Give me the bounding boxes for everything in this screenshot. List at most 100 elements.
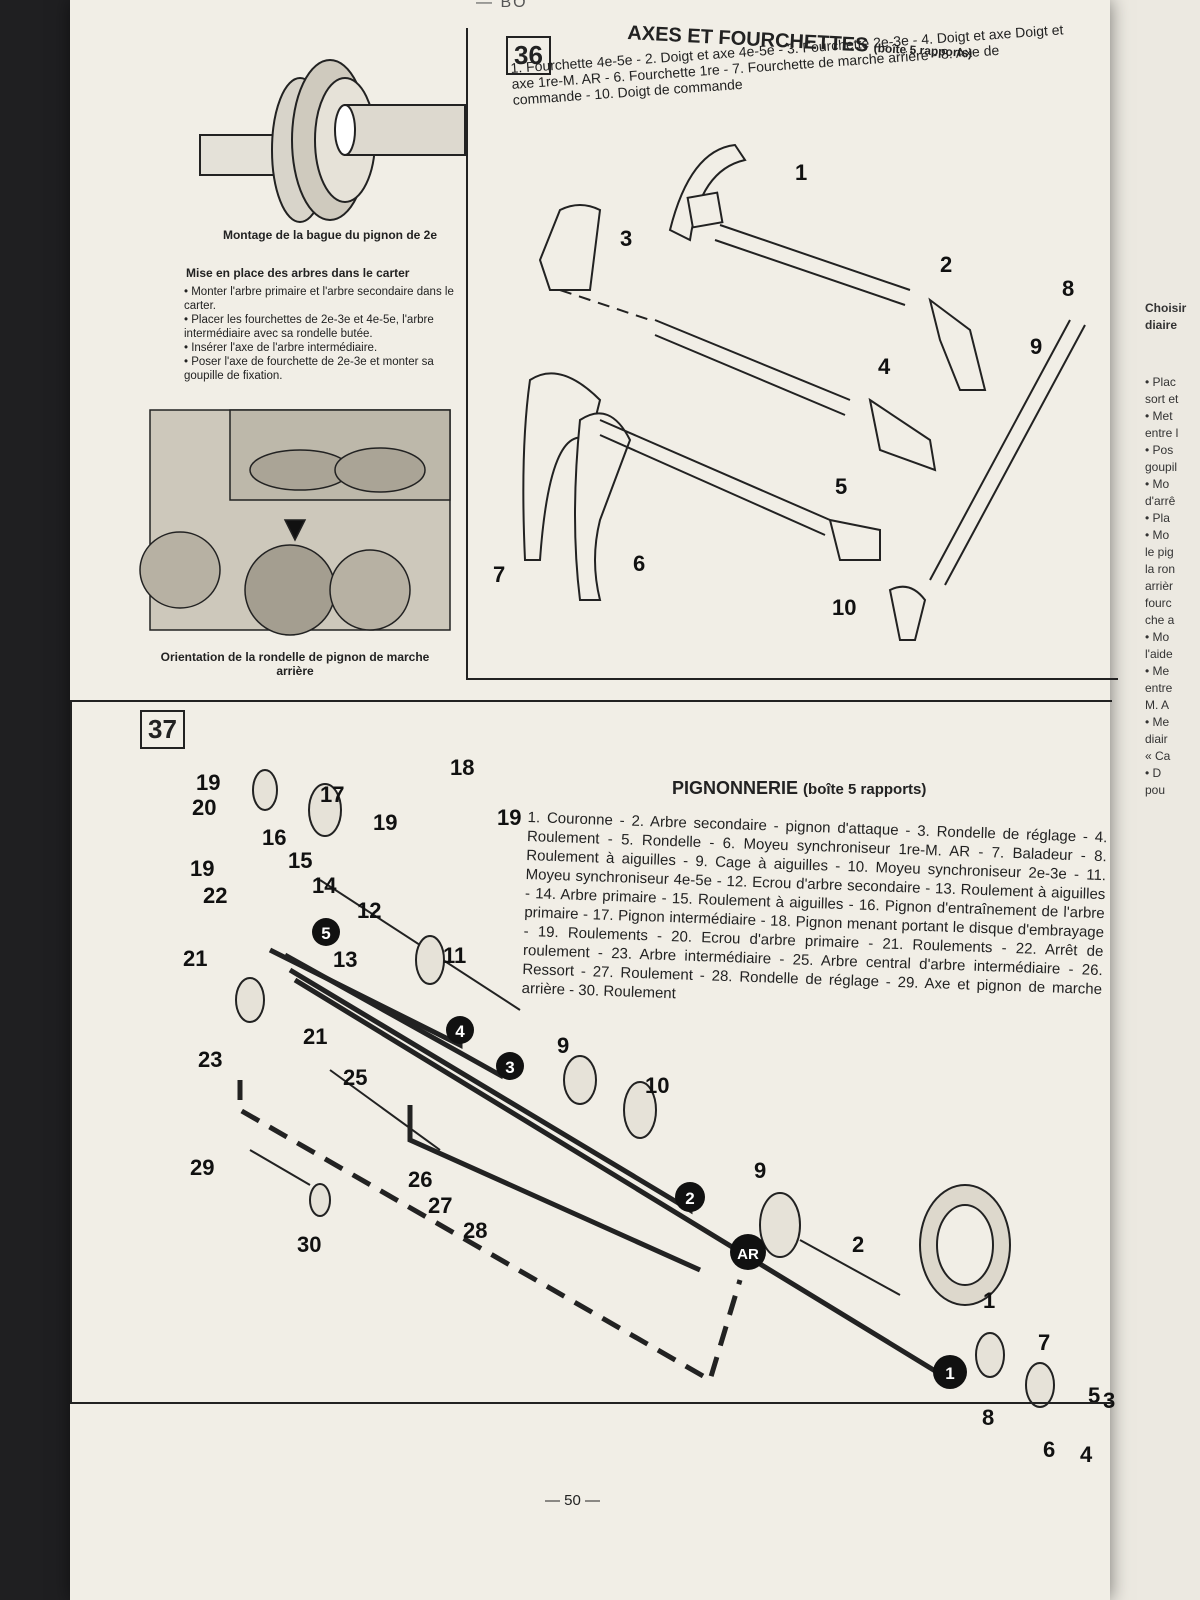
facing-line: • Pos <box>1145 443 1174 457</box>
part-label: 29 <box>190 1155 214 1180</box>
part-label: 20 <box>192 795 216 820</box>
fork-label-5: 5 <box>835 474 847 499</box>
part-label: 25 <box>343 1065 367 1090</box>
facing-line: l'aide <box>1145 647 1173 661</box>
part-label: 13 <box>333 947 357 972</box>
part-label: 28 <box>463 1218 487 1243</box>
part-label: 6 <box>1043 1437 1055 1462</box>
left-section-heading: Mise en place des arbres dans le carter <box>186 266 410 280</box>
shift-forks-diagram <box>522 143 1086 641</box>
part-label: 30 <box>297 1232 321 1257</box>
section-37-title-suffix: (boîte 5 rapports) <box>803 781 927 798</box>
fork-label-10: 10 <box>832 595 856 620</box>
gear-badge-3: 3 <box>505 1058 514 1077</box>
bullet-item: • Placer les fourchettes de 2e-3e et 4e-… <box>184 314 434 340</box>
part-label: 9 <box>754 1158 766 1183</box>
part-label: 4 <box>1080 1442 1093 1467</box>
section-36-number: 36 <box>506 36 551 75</box>
caption-gear-bushing: Montage de la bague du pignon de 2e <box>222 228 437 242</box>
caption-reverse-washer: Orientation de la rondelle de pignon de … <box>160 650 430 678</box>
part-label: 27 <box>428 1193 452 1218</box>
part-label: 23 <box>198 1047 222 1072</box>
fork-label-1: 1 <box>795 160 807 185</box>
part-label: 19 <box>497 805 521 830</box>
fork-label-6: 6 <box>633 551 645 576</box>
fork-label-2: 2 <box>940 252 952 277</box>
section-36-frame <box>466 28 1118 680</box>
facing-page-text: Choisir diaire • Plac sort et • Met entr… <box>1145 300 1186 799</box>
part-label: 21 <box>303 1024 327 1049</box>
part-label: 22 <box>203 883 227 908</box>
facing-line: • Mo <box>1145 630 1170 644</box>
section-37-frame <box>70 700 1112 1404</box>
facing-line: • Pla <box>1145 511 1170 525</box>
part-label: 19 <box>196 770 220 795</box>
facing-line: • Mo <box>1145 477 1170 491</box>
part-label: 5 <box>1088 1383 1100 1408</box>
section-37-number: 37 <box>140 710 185 749</box>
facing-line: • Plac <box>1145 375 1176 389</box>
facing-line: sort et <box>1145 392 1179 406</box>
part-label: 15 <box>288 848 312 873</box>
part-label: 7 <box>1038 1330 1050 1355</box>
fork-label-8: 8 <box>1062 276 1074 301</box>
facing-line: • Me <box>1145 664 1170 678</box>
fork-label-9: 9 <box>1030 334 1042 359</box>
facing-line: diaire <box>1145 318 1178 332</box>
facing-line: « Ca <box>1145 749 1171 763</box>
gearbox-carter-illustration <box>139 409 451 636</box>
gear-bushing-illustration <box>199 59 466 223</box>
gear-badges: 5 4 3 2 AR 1 <box>312 918 967 1389</box>
gear-part-labels: 19 20 16 15 19 22 17 19 18 19 14 12 13 1… <box>183 755 1115 1467</box>
facing-line: diair <box>1145 732 1168 746</box>
section-37-title: PIGNONNERIE (boîte 5 rapports) <box>672 778 926 799</box>
part-label: 19 <box>190 856 214 881</box>
part-label: 3 <box>1103 1388 1115 1413</box>
facing-line: entre l <box>1145 426 1179 440</box>
section-37-legend: 1. Couronne - 2. Arbre secondaire - pign… <box>521 808 1108 1003</box>
fork-label-4: 4 <box>878 354 891 379</box>
facing-line: pou <box>1145 783 1166 797</box>
facing-page <box>1100 0 1200 1600</box>
part-label: 2 <box>852 1232 864 1257</box>
part-label: 18 <box>450 755 474 780</box>
gear-badge-5: 5 <box>321 924 330 943</box>
facing-line: goupil <box>1145 460 1178 474</box>
facing-line: d'arrê <box>1145 494 1176 508</box>
facing-line: • Met <box>1145 409 1173 423</box>
part-label: 8 <box>982 1405 994 1430</box>
gear-badge-4: 4 <box>455 1022 465 1041</box>
part-label: 21 <box>183 946 207 971</box>
gear-badge-ar: AR <box>737 1246 759 1263</box>
part-label: 14 <box>312 873 337 898</box>
part-label: 10 <box>645 1073 669 1098</box>
part-label: 19 <box>373 810 397 835</box>
facing-line: • Mo <box>1145 528 1170 542</box>
part-label: 16 <box>262 825 286 850</box>
shift-forks-labels: 1 2 3 4 5 6 7 8 9 10 <box>493 160 1074 620</box>
gear-badge-2: 2 <box>685 1189 694 1208</box>
facing-line: Choisir <box>1145 301 1187 315</box>
facing-line: arrièr <box>1145 579 1174 593</box>
part-label: 1 <box>983 1288 995 1313</box>
part-label: 17 <box>320 782 344 807</box>
facing-line: entre <box>1145 681 1173 695</box>
section-37-title-main: PIGNONNERIE <box>672 778 799 798</box>
header-fragment: — BO <box>476 0 528 11</box>
facing-line: M. A <box>1145 698 1170 712</box>
bullet-item: • Insérer l'axe de l'arbre intermédiaire… <box>184 342 378 354</box>
facing-line: che a <box>1145 613 1175 627</box>
gear-badge-1: 1 <box>945 1364 954 1383</box>
fork-label-7: 7 <box>493 562 505 587</box>
facing-line: fourc <box>1145 596 1172 610</box>
facing-line: • D <box>1145 766 1162 780</box>
bullet-item: • Poser l'axe de fourchette de 2e-3e et … <box>184 356 434 382</box>
page-number: — 50 — <box>545 1492 601 1509</box>
left-bullet-list: • Monter l'arbre primaire et l'arbre sec… <box>184 285 464 383</box>
fork-label-3: 3 <box>620 226 632 251</box>
facing-line: • Me <box>1145 715 1170 729</box>
facing-line: la ron <box>1145 562 1176 576</box>
part-label: 12 <box>357 898 381 923</box>
bullet-item: • Monter l'arbre primaire et l'arbre sec… <box>184 286 454 312</box>
